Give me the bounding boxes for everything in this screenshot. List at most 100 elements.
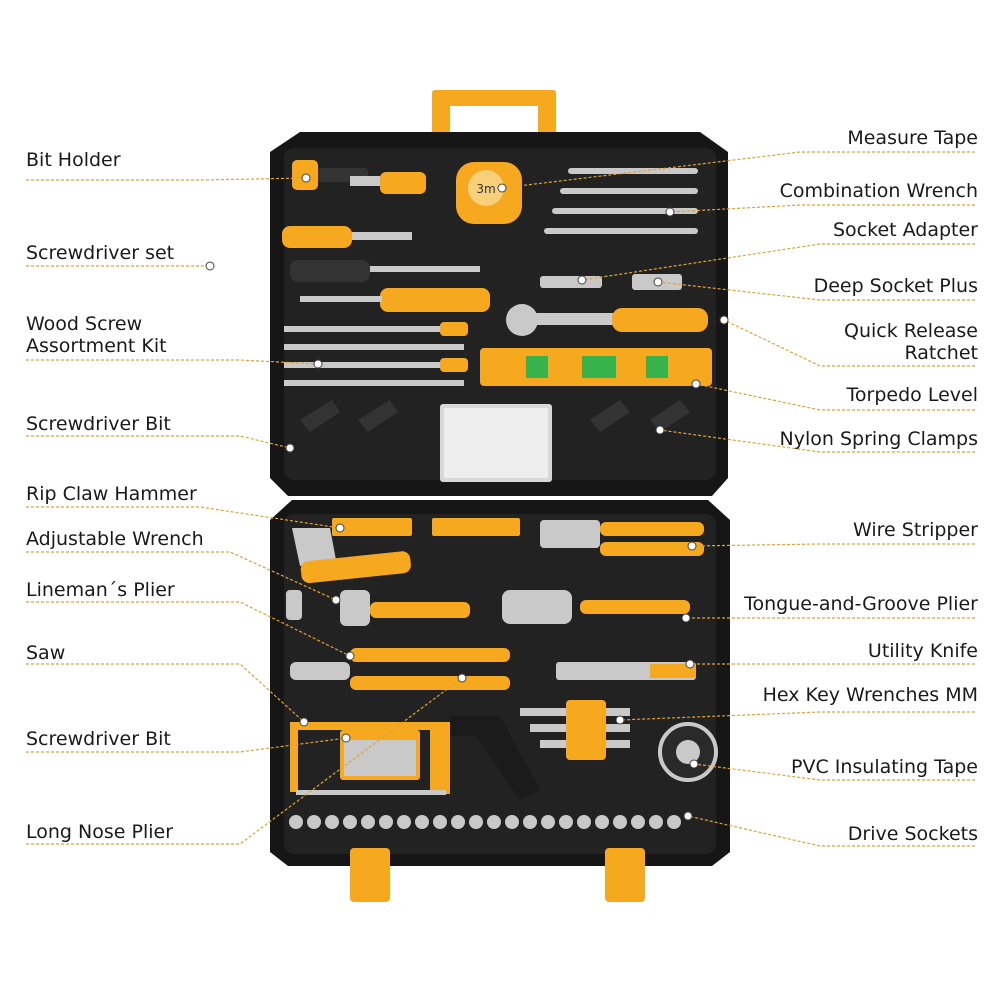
label-rip-claw-hammer: Rip Claw Hammer — [26, 483, 197, 505]
saw-tool — [290, 716, 540, 800]
leader-dot — [205, 261, 215, 271]
leader-dot — [665, 207, 675, 217]
label-long-nose-plier: Long Nose Plier — [26, 821, 173, 843]
leader-dot — [577, 275, 587, 285]
label-adjustable-wrench: Adjustable Wrench — [26, 528, 204, 550]
leader-line — [26, 677, 463, 845]
leader-dot — [331, 595, 341, 605]
leader-line — [691, 543, 975, 547]
leader-dot — [341, 733, 351, 743]
label-hex-key-wrenches: Hex Key Wrenches MM — [762, 684, 978, 706]
leader-line — [26, 435, 291, 449]
drive-socket — [415, 815, 429, 829]
drive-socket — [541, 815, 555, 829]
drive-socket — [505, 815, 519, 829]
leader-line — [26, 737, 347, 753]
label-deep-socket-plus: Deep Socket Plus — [813, 275, 978, 297]
drive-socket — [577, 815, 591, 829]
leader-dot — [653, 277, 663, 287]
label-linemans-plier: Lineman´s Plier — [26, 579, 175, 601]
torpedo-level-tool — [480, 348, 712, 386]
leader-line — [501, 151, 975, 189]
leader-dot — [681, 613, 691, 623]
case-latches — [350, 848, 645, 902]
drive-socket — [397, 815, 411, 829]
drive-socket — [523, 815, 537, 829]
drive-socket — [631, 815, 645, 829]
label-saw: Saw — [26, 642, 66, 664]
drive-socket — [469, 815, 483, 829]
screwdriver-bit-rack — [340, 730, 420, 780]
combination-wrench-tools — [544, 168, 698, 234]
drive-socket — [649, 815, 663, 829]
leader-dot — [313, 359, 323, 369]
spring-clamps-tools — [300, 400, 690, 432]
drive-socket — [361, 815, 375, 829]
drive-socket — [613, 815, 627, 829]
label-screwdriver-bit-top: Screwdriver Bit — [26, 413, 171, 435]
label-nylon-spring-clamps: Nylon Spring Clamps — [779, 428, 978, 450]
drive-socket — [487, 815, 501, 829]
leader-line — [669, 204, 975, 213]
drive-socket — [289, 815, 303, 829]
leader-line — [581, 243, 975, 281]
label-drive-sockets: Drive Sockets — [847, 823, 978, 845]
drive-socket — [325, 815, 339, 829]
label-quick-release-line2: Ratchet — [904, 342, 978, 364]
screwdriver-set-tools — [282, 172, 490, 312]
label-socket-adapter: Socket Adapter — [832, 219, 978, 241]
label-torpedo-level: Torpedo Level — [846, 384, 978, 406]
drive-socket — [595, 815, 609, 829]
leader-line — [26, 663, 305, 723]
socket-adapter-tool — [540, 276, 602, 288]
leader-line — [687, 815, 975, 847]
leader-line — [659, 429, 975, 453]
drive-socket — [379, 815, 393, 829]
leader-line — [26, 177, 307, 181]
label-measure-tape: Measure Tape — [847, 127, 978, 149]
precision-screwdrivers — [284, 322, 468, 386]
bit-strips — [332, 518, 520, 536]
leader-dot — [655, 425, 665, 435]
drive-socket — [559, 815, 573, 829]
leader-dot — [683, 811, 693, 821]
hex-key-set — [520, 700, 630, 760]
leader-line — [657, 281, 975, 301]
drive-socket — [451, 815, 465, 829]
leader-dot — [615, 715, 625, 725]
drive-socket — [433, 815, 447, 829]
drive-socket — [343, 815, 357, 829]
leader-line — [723, 319, 975, 367]
wood-screw-box — [440, 404, 552, 482]
measure-tape-tool: 3m — [456, 162, 522, 224]
label-screwdriver-set: Screwdriver set — [26, 242, 175, 264]
leader-dot — [685, 659, 695, 669]
leader-dot — [687, 541, 697, 551]
leader-dot — [335, 523, 345, 533]
drive-socket-row — [289, 815, 681, 829]
drive-socket — [307, 815, 321, 829]
leader-dot — [457, 673, 467, 683]
tape-marking: 3m — [476, 182, 495, 196]
leader-lines — [26, 151, 975, 847]
leader-line — [619, 711, 975, 721]
leader-dot — [497, 183, 507, 193]
leader-line — [26, 551, 337, 601]
leader-dot — [299, 717, 309, 727]
label-wire-stripper: Wire Stripper — [853, 519, 978, 541]
utility-knife-tool — [556, 662, 696, 680]
label-utility-knife: Utility Knife — [867, 640, 978, 662]
leader-line — [693, 763, 975, 781]
label-wood-screw-line2: Assortment Kit — [26, 335, 167, 357]
leader-line — [695, 383, 975, 411]
leader-dot — [301, 173, 311, 183]
hammer-tool — [286, 528, 411, 620]
leader-line — [26, 359, 319, 365]
linemans-plier-tool — [290, 648, 510, 690]
leader-dot — [691, 379, 701, 389]
insulating-tape-roll — [658, 722, 718, 782]
label-screwdriver-bit-bottom: Screwdriver Bit — [26, 728, 171, 750]
leader-dot — [285, 443, 295, 453]
ratchet-tool — [506, 304, 708, 336]
